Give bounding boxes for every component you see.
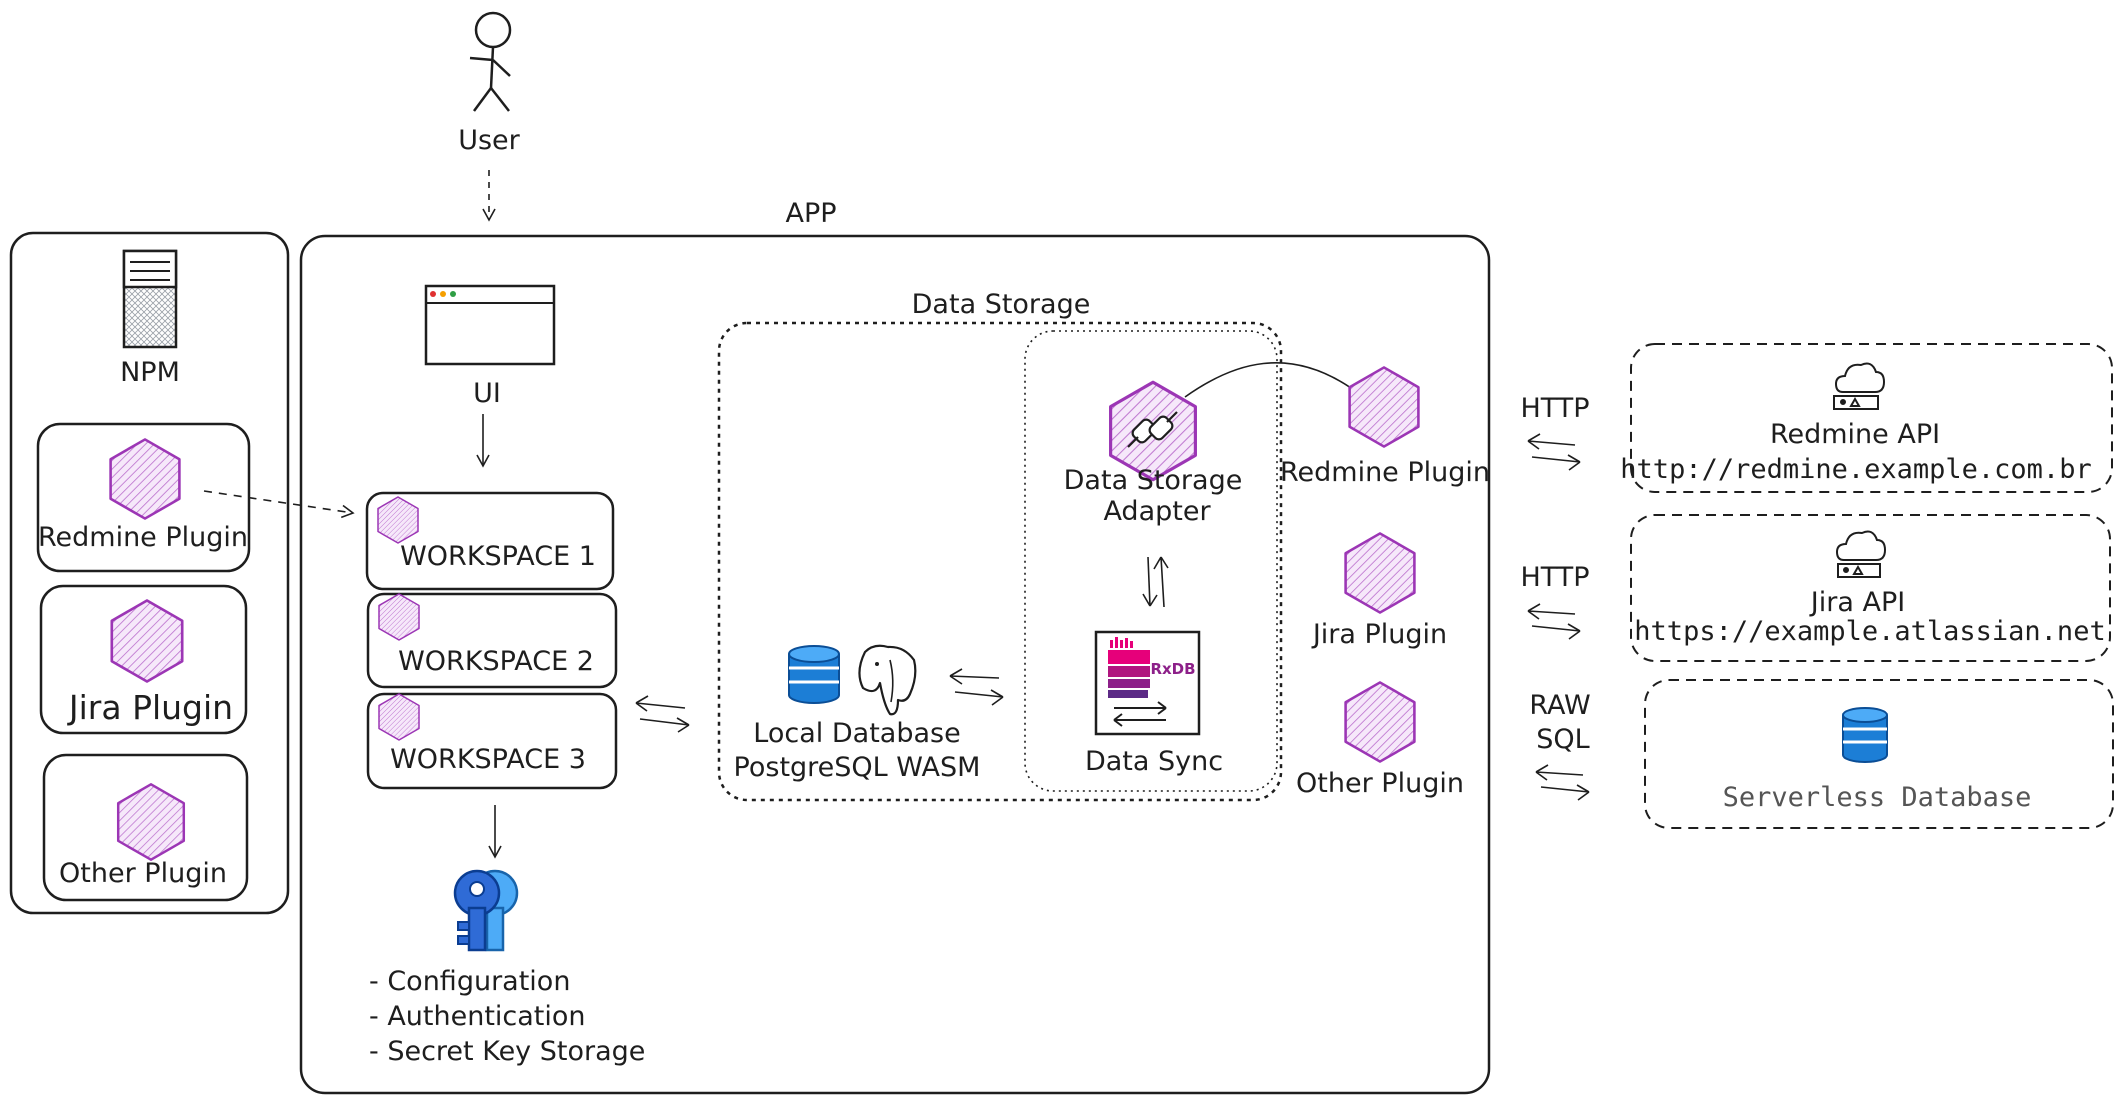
app-plugin-label: Other Plugin xyxy=(1296,768,1464,799)
npm-plugin-label: Other Plugin xyxy=(59,858,227,889)
cloud-server-icon xyxy=(1833,362,1886,410)
npm-panel: NPM Redmine Plugin Jira Plugin Other Plu… xyxy=(9,231,290,915)
serverless-db-label: Serverless Database xyxy=(1723,782,2032,813)
plugin-hexagon-icon xyxy=(1344,532,1416,614)
database-icon xyxy=(788,645,840,704)
npm-plugin-label: Jira Plugin xyxy=(67,688,233,727)
npm-plugin-redmine[interactable]: Redmine Plugin xyxy=(36,422,251,573)
user-label: User xyxy=(458,125,520,156)
app-plugin-other[interactable]: Other Plugin xyxy=(1296,681,1464,799)
workspace-hexagon-icon xyxy=(377,496,419,544)
key-feature-item: - Secret Key Storage xyxy=(369,1036,645,1067)
plugin-hexagon-icon xyxy=(110,599,184,683)
key-icon xyxy=(453,869,519,952)
database-icon xyxy=(1842,707,1888,763)
data-sync[interactable]: RxDB Data Sync xyxy=(1085,630,1223,777)
rxdb-logo-text: RxDB xyxy=(1150,660,1195,678)
local-db-label-line1: Local Database xyxy=(753,718,960,749)
postgresql-elephant-icon xyxy=(858,644,917,716)
workspace-1[interactable]: WORKSPACE 1 xyxy=(365,491,615,591)
external-link-sql: RAW SQL xyxy=(1529,690,1591,801)
adapter-label-line1: Data Storage xyxy=(1064,465,1243,496)
workspace-label: WORKSPACE 1 xyxy=(400,541,596,572)
stick-figure-icon xyxy=(469,11,512,112)
key-feature-item: - Configuration xyxy=(369,966,570,997)
workspace-label: WORKSPACE 2 xyxy=(398,646,594,677)
protocol-label: SQL xyxy=(1536,724,1589,755)
rxdb-logo-icon: RxDB xyxy=(1094,630,1201,736)
app-plugin-redmine[interactable]: Redmine Plugin xyxy=(1280,366,1490,488)
external-link-redmine: HTTP xyxy=(1520,393,1590,471)
workspace-label: WORKSPACE 3 xyxy=(390,744,586,775)
data-storage-group: Data Storage Local Database PostgreSQL W… xyxy=(717,289,1283,802)
npm-to-workspace-arrow xyxy=(203,490,355,519)
workspace-2[interactable]: WORKSPACE 2 xyxy=(366,592,618,689)
ui-label: UI xyxy=(473,378,501,409)
app-plugin-jira[interactable]: Jira Plugin xyxy=(1311,532,1447,650)
protocol-label: HTTP xyxy=(1520,393,1589,424)
workspace-storage-arrows xyxy=(635,695,690,733)
npm-label: NPM xyxy=(120,357,180,388)
app-label: APP xyxy=(785,198,836,229)
key-feature-item: - Authentication xyxy=(369,1001,586,1032)
rxdb-bars xyxy=(1108,637,1150,698)
jira-api-url: https://example.atlassian.net xyxy=(1634,616,2105,647)
app-plugin-label: Jira Plugin xyxy=(1311,619,1447,650)
user-actor: User xyxy=(458,11,521,156)
cloud-server-icon xyxy=(1835,530,1887,578)
adapter-label-line2: Adapter xyxy=(1103,496,1211,527)
data-storage-adapter[interactable]: Data Storage Adapter xyxy=(1064,380,1243,527)
app-plugin-label: Redmine Plugin xyxy=(1280,457,1490,488)
data-sync-label: Data Sync xyxy=(1085,746,1223,777)
external-serverless-database[interactable]: Serverless Database xyxy=(1644,679,2114,829)
server-icon xyxy=(122,249,178,349)
data-storage-label: Data Storage xyxy=(912,289,1091,320)
protocol-label: HTTP xyxy=(1520,562,1589,593)
key-features-list: - Configuration - Authentication - Secre… xyxy=(369,966,645,1067)
workspace-hexagon-icon xyxy=(378,693,420,741)
plugin-hexagon-icon xyxy=(109,438,181,520)
npm-plugin-other[interactable]: Other Plugin xyxy=(42,753,249,902)
app-container: APP UI WORKSPACE 1 WORKSPACE 2 xyxy=(299,198,1491,1095)
browser-window-icon xyxy=(424,284,556,366)
local-database[interactable]: Local Database PostgreSQL WASM xyxy=(734,644,981,783)
redmine-api-url: http://redmine.example.com.br xyxy=(1620,454,2091,485)
adapter-to-redmine-arrow xyxy=(1184,362,1364,398)
external-link-jira: HTTP xyxy=(1520,562,1590,640)
adapter-sync-arrows xyxy=(1142,556,1169,608)
external-redmine-api[interactable]: Redmine API http://redmine.example.com.b… xyxy=(1620,343,2113,493)
plugin-hexagon-icon xyxy=(116,783,186,861)
plugin-hexagon-icon xyxy=(1348,366,1420,448)
local-db-label-line2: PostgreSQL WASM xyxy=(734,752,981,783)
protocol-label: RAW xyxy=(1529,690,1590,721)
db-sync-arrows xyxy=(949,668,1004,706)
workspace-3[interactable]: WORKSPACE 3 xyxy=(366,692,618,790)
plugin-hexagon-icon xyxy=(1344,681,1416,763)
redmine-api-title: Redmine API xyxy=(1770,419,1940,450)
sync-arrows-icon xyxy=(1113,701,1167,727)
workspace-hexagon-icon xyxy=(378,593,420,641)
ui-window[interactable]: UI xyxy=(424,284,556,409)
plug-icon xyxy=(1127,411,1178,448)
npm-plugin-jira[interactable]: Jira Plugin xyxy=(39,584,248,735)
jira-api-title: Jira API xyxy=(1809,587,1905,618)
external-jira-api[interactable]: Jira API https://example.atlassian.net xyxy=(1630,514,2111,662)
npm-plugin-label: Redmine Plugin xyxy=(38,522,248,553)
